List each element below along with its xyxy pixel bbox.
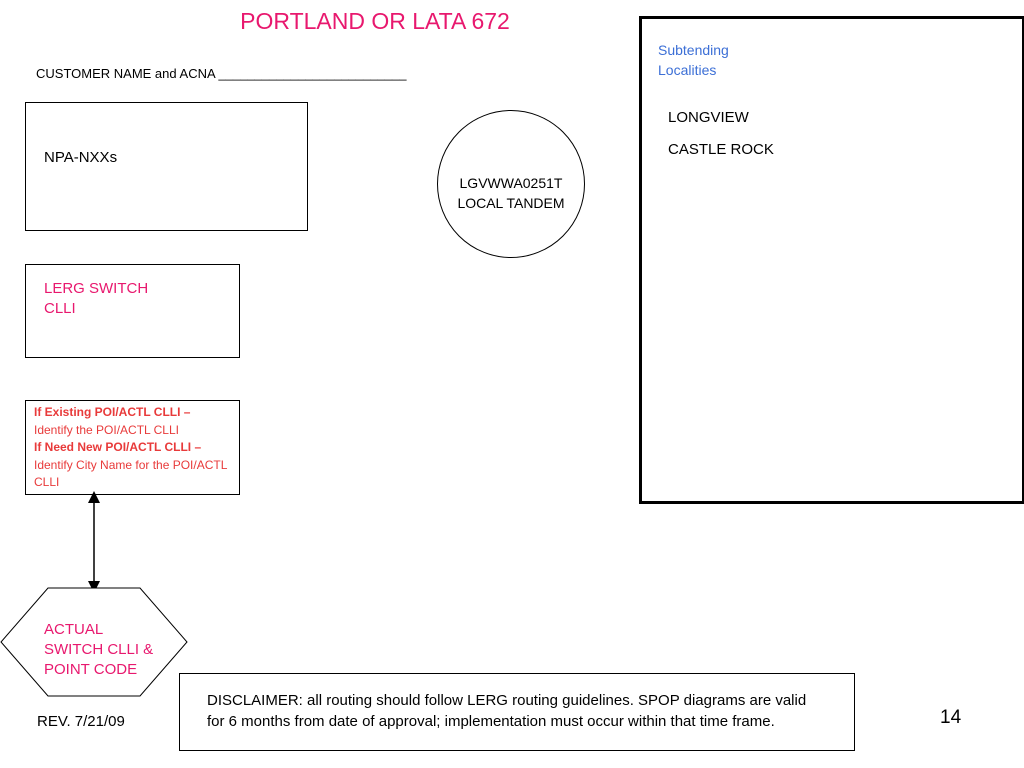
disclaimer-text: DISCLAIMER: all routing should follow LE… [207, 692, 807, 730]
locality-item: LONGVIEW [668, 109, 749, 126]
poi-new-heading: If Need New POI/ACTL CLLI – [34, 440, 202, 454]
actual-switch-hexagon [0, 587, 188, 697]
subtending-title-line1: Subtending [658, 42, 729, 58]
subtending-localities-box [639, 16, 1024, 504]
poi-existing-heading: If Existing POI/ACTL CLLI – [34, 405, 191, 419]
subtending-localities-title: Subtending Localities [658, 40, 729, 80]
local-tandem-circle [437, 110, 585, 258]
local-tandem-label: LGVWWA0251T LOCAL TANDEM [437, 173, 585, 213]
tandem-type: LOCAL TANDEM [457, 195, 565, 211]
actual-switch-line1: ACTUAL [44, 621, 104, 638]
locality-item: CASTLE ROCK [668, 141, 774, 158]
page-title: PORTLAND OR LATA 672 [240, 8, 510, 34]
lerg-switch-line2: CLLI [44, 300, 76, 317]
poi-existing-text: Identify the POI/ACTL CLLI [34, 422, 179, 437]
lerg-switch-label: LERG SWITCH CLLI [44, 279, 148, 319]
actual-switch-line3: POINT CODE [44, 661, 138, 678]
poi-actl-box [25, 400, 240, 495]
poi-new-text: Identify City Name for the POI/ACTL CLLI [34, 457, 227, 490]
revision-date: REV. 7/21/09 [37, 713, 125, 730]
actual-switch-line2: SWITCH CLLI & [44, 641, 154, 658]
page-number: 14 [940, 707, 962, 728]
npa-nxx-box [25, 102, 308, 231]
poi-actl-text: If Existing POI/ACTL CLLI – Identify the… [34, 404, 234, 492]
actual-switch-label: ACTUAL SWITCH CLLI & POINT CODE [44, 620, 153, 680]
tandem-clli: LGVWWA0251T [459, 175, 563, 191]
subtending-title-line2: Localities [658, 62, 717, 78]
lerg-switch-box [25, 264, 240, 358]
lerg-switch-line1: LERG SWITCH [44, 280, 149, 297]
customer-name-acna-label: CUSTOMER NAME and ACNA _________________… [36, 66, 407, 81]
disclaimer-box [179, 673, 855, 751]
npa-nxx-label: NPA-NXXs [44, 149, 118, 166]
